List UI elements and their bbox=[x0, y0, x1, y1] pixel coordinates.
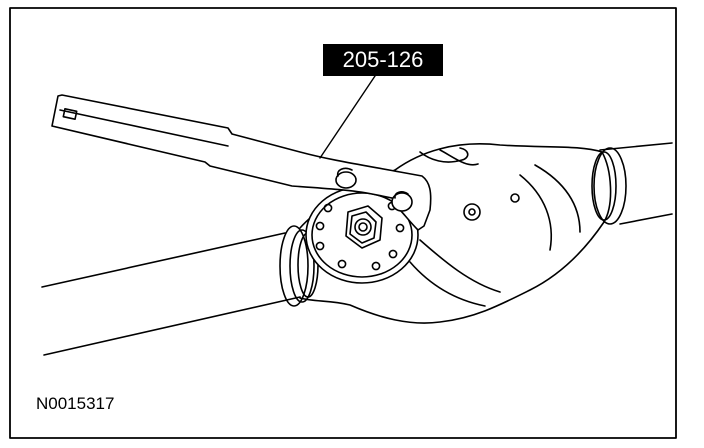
differential-housing bbox=[299, 143, 612, 324]
tool-number-label: 205-126 bbox=[323, 44, 443, 76]
pinion-nut bbox=[345, 205, 383, 249]
figure-id: N0015317 bbox=[36, 394, 115, 413]
left-axle-tube bbox=[41, 232, 301, 356]
right-axle-tube bbox=[591, 142, 673, 225]
callout-leader bbox=[319, 75, 376, 159]
holding-tool-205-126 bbox=[51, 94, 432, 231]
